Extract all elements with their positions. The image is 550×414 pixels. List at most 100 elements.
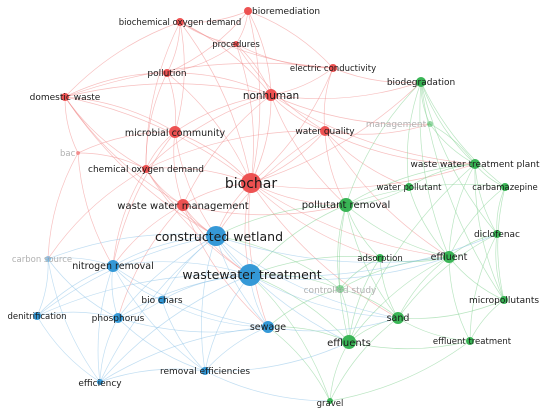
node-biochar[interactable] — [241, 173, 261, 193]
edge-bod-electric — [179, 21, 334, 69]
node-waterquality[interactable] — [320, 126, 330, 136]
edge-waterquality-pollutantremoval — [324, 130, 347, 206]
edge-bacteria-carbonsource — [47, 152, 79, 260]
edge-wwtp-management — [429, 123, 476, 165]
node-carbamazepine[interactable] — [501, 183, 509, 191]
edge-wastewater-efficiency — [99, 274, 251, 383]
node-label-adsorption: adsorption — [357, 254, 402, 264]
edge-electric-biodegradation — [332, 67, 422, 83]
node-label-bacteria: bac — [60, 149, 76, 159]
edge-adsorption-effluents — [348, 257, 381, 343]
edge-cod-nitrogen — [112, 168, 147, 267]
node-gravel[interactable] — [327, 398, 333, 404]
node-effluents[interactable] — [342, 335, 356, 349]
node-electric[interactable] — [329, 64, 337, 72]
edge-wastewater-nitrogen — [112, 261, 251, 276]
edge-domestic-bacteria — [64, 96, 79, 154]
edge-biochar-domestic — [64, 96, 252, 184]
edge-wastewater-effluent — [249, 256, 450, 280]
node-constructed[interactable] — [206, 226, 226, 246]
node-efficiency[interactable] — [97, 379, 103, 385]
edge-bod-bioremediation — [179, 10, 249, 23]
edge-nonhuman-bioremediation — [247, 10, 272, 96]
edge-biochar-sewage — [248, 182, 269, 328]
edge-bod-cod — [145, 21, 181, 170]
edge-biochar-procedures — [235, 43, 254, 184]
edge-management-wwtp — [429, 123, 476, 165]
edge-controlled-constructed — [215, 235, 341, 290]
edge-diclofenac-sand — [397, 233, 498, 319]
node-procedures[interactable] — [233, 41, 239, 47]
node-waterpollutant[interactable] — [405, 183, 413, 191]
edge-pollution-domestic — [64, 72, 168, 98]
edge-microbial-wwm — [173, 131, 184, 206]
node-micropollutants[interactable] — [500, 296, 508, 304]
edge-biodegradation-effluent — [419, 81, 450, 258]
node-wwm[interactable] — [177, 199, 189, 211]
node-nonhuman[interactable] — [265, 89, 277, 101]
edge-constructed-effluents — [215, 235, 350, 343]
edge-pollutantremoval-wastewater — [249, 204, 347, 276]
edge-waterquality-management — [324, 123, 431, 135]
edge-micropollutants-effluenttreatment — [469, 299, 505, 342]
node-effluent[interactable] — [443, 251, 455, 263]
node-wastewater[interactable] — [239, 264, 261, 286]
node-cod[interactable] — [142, 165, 150, 173]
edge-constructed-removaleff — [201, 235, 217, 372]
edge-constructed-sewage — [215, 235, 269, 328]
node-diclofenac[interactable] — [493, 230, 501, 238]
edge-sand-controlled — [339, 288, 399, 319]
node-controlled[interactable] — [336, 285, 344, 293]
node-bacteria[interactable] — [76, 151, 80, 155]
edge-effluent-effluenttreatment — [448, 256, 471, 342]
node-label-gravel: gravel — [317, 399, 344, 409]
edge-effluent-micropollutants — [448, 256, 505, 301]
node-biochars[interactable] — [158, 296, 166, 304]
node-pollution[interactable] — [163, 69, 171, 77]
node-label-management: management — [366, 120, 427, 130]
edge-effluent-sand — [397, 256, 450, 319]
edge-effluents-gravel — [329, 341, 350, 402]
node-label-wastewater: wastewater treatment — [182, 267, 321, 282]
node-bioremediation[interactable] — [244, 7, 252, 15]
node-pollutantremoval[interactable] — [339, 198, 353, 212]
edge-biochar-electric — [250, 67, 334, 184]
node-label-effluent: effluent — [431, 252, 468, 263]
node-microbial[interactable] — [169, 126, 181, 138]
edge-waterquality-cod — [145, 130, 326, 170]
edge-sewage-removaleff — [204, 326, 269, 372]
edge-microbial-nitrogen — [112, 131, 176, 267]
edge-wastewater-denitrification — [36, 274, 251, 317]
node-label-biochar: biochar — [225, 176, 277, 192]
edge-biochar-bod — [179, 21, 252, 184]
node-label-biodegradation: biodegradation — [387, 78, 455, 88]
node-removaleff[interactable] — [201, 367, 209, 375]
node-domestic[interactable] — [61, 93, 69, 101]
node-label-waterpollutant: water pollutant — [377, 183, 443, 193]
edge-carbonsource-efficiency — [47, 258, 101, 383]
node-label-diclofenac: diclofenac — [474, 230, 520, 240]
node-sewage[interactable] — [262, 321, 274, 333]
node-management[interactable] — [427, 121, 433, 127]
edge-wwm-sewage — [182, 204, 269, 328]
node-biodegradation[interactable] — [416, 77, 426, 87]
node-sand[interactable] — [392, 312, 404, 324]
node-phosphorus[interactable] — [113, 313, 123, 323]
node-adsorption[interactable] — [376, 254, 384, 262]
node-label-denitrification: denitrification — [7, 312, 66, 322]
node-denitrification[interactable] — [33, 312, 41, 320]
edge-carbamazepine-effluent — [448, 186, 506, 258]
edge-nonhuman-microbial — [174, 94, 272, 133]
node-label-effluents: effluents — [327, 338, 371, 349]
node-carbonsource[interactable] — [45, 256, 51, 262]
node-bod[interactable] — [176, 18, 184, 26]
node-nitrogen[interactable] — [107, 260, 119, 272]
edge-gravel-effluenttreatment — [329, 340, 471, 402]
node-effluenttreatment[interactable] — [466, 337, 474, 345]
node-label-nonhuman: nonhuman — [243, 90, 299, 102]
node-wwtp[interactable] — [470, 159, 480, 169]
edge-cod-bacteria — [77, 152, 147, 170]
edge-pollutantremoval-controlled — [337, 204, 347, 290]
edge-nonhuman-pollution — [166, 72, 272, 96]
edge-controlled-sewage — [267, 288, 341, 328]
